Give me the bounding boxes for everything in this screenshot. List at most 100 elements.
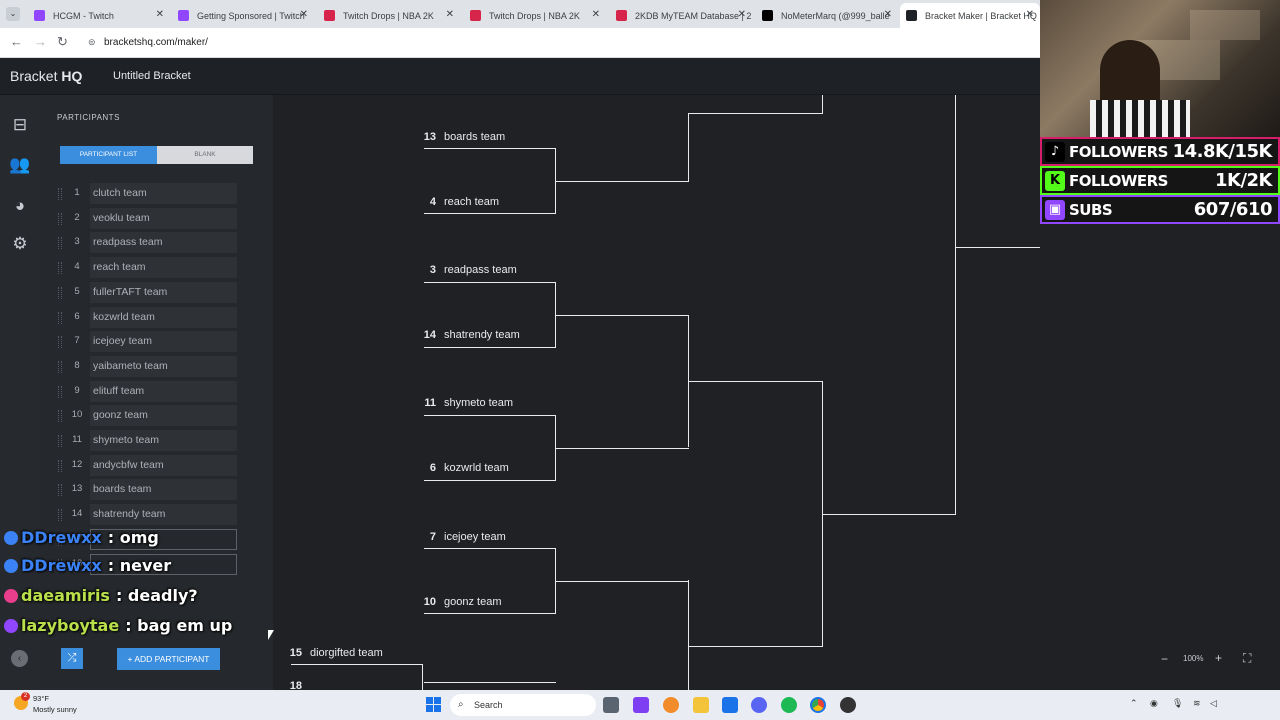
participants-icon[interactable]: 👥 (9, 155, 31, 174)
browser-tab[interactable]: Twitch Drops | NBA 2K✕ (318, 3, 460, 28)
bracket-team-slot[interactable]: 18 (288, 680, 310, 690)
participant-name-input[interactable]: elituff team (90, 380, 237, 402)
add-participant-button[interactable]: + ADD PARTICIPANT (117, 648, 220, 670)
bracket-title[interactable]: Untitled Bracket (113, 70, 191, 82)
blank-tab[interactable]: BLANK (157, 146, 253, 164)
participant-name-input[interactable]: boards team (90, 479, 237, 501)
copilot-icon[interactable] (663, 697, 679, 713)
drag-handle-icon[interactable] (58, 459, 62, 472)
participant-list-tab[interactable]: PARTICIPANT LIST (60, 146, 157, 164)
settings-icon[interactable]: ⚙ (12, 234, 28, 253)
participant-name-input[interactable]: goonz team (90, 405, 237, 427)
drag-handle-icon[interactable] (58, 336, 62, 349)
browser-tab[interactable]: NoMeterMarq (@999_balle✕ (756, 3, 898, 28)
brand-logo[interactable]: Bracket HQ (10, 68, 82, 84)
zoom-in-button[interactable]: + (1215, 651, 1223, 665)
close-tab-icon[interactable]: ✕ (155, 9, 164, 20)
participant-name-input[interactable]: fullerTAFT team (90, 281, 237, 303)
participant-row[interactable]: 17 (56, 528, 237, 551)
participant-name-input[interactable]: yaibameto team (90, 355, 237, 377)
obs-icon[interactable] (840, 697, 856, 713)
browser-tab[interactable]: Getting Sponsored | Twitch✕ (172, 3, 314, 28)
drag-handle-icon[interactable] (58, 410, 62, 423)
reload-icon[interactable]: ↻ (57, 34, 68, 49)
nzxt-app-icon[interactable] (633, 697, 649, 713)
bracket-icon[interactable]: ⊟ (12, 115, 28, 134)
windows-start-icon[interactable] (426, 697, 442, 713)
drag-handle-icon[interactable] (58, 262, 62, 275)
drag-handle-icon[interactable] (58, 286, 62, 299)
drag-handle-icon[interactable] (58, 188, 62, 200)
drag-handle-icon[interactable] (58, 558, 62, 571)
tray-chevron-icon[interactable]: ⌃ (1130, 698, 1138, 708)
browser-tab[interactable]: HCGM - Twitch✕ (28, 3, 170, 28)
participant-name-input[interactable]: readpass team (90, 232, 237, 254)
participant-name-input[interactable]: shatrendy team (90, 504, 237, 526)
drag-handle-icon[interactable] (58, 212, 62, 225)
microphone-icon[interactable]: 🎙 (1172, 698, 1184, 708)
tab-search-icon[interactable]: ⌄ (6, 7, 20, 21)
drag-handle-icon[interactable] (58, 533, 62, 546)
forward-icon[interactable]: → (34, 34, 47, 49)
palette-icon[interactable]: ◕ (14, 196, 26, 215)
drag-handle-icon[interactable] (58, 509, 62, 522)
participant-name-input[interactable]: shymeto team (90, 430, 237, 451)
close-tab-icon[interactable]: ✕ (1025, 9, 1034, 20)
participant-name-input[interactable] (90, 553, 237, 575)
back-icon[interactable]: ← (10, 34, 23, 49)
drag-handle-icon[interactable] (58, 484, 62, 497)
participant-name-input[interactable]: icejoey team (90, 331, 237, 353)
drag-handle-icon[interactable] (58, 237, 62, 250)
task-view-icon[interactable] (603, 697, 619, 713)
wifi-icon[interactable]: ≋ (1193, 698, 1201, 708)
chrome-icon[interactable] (810, 697, 826, 713)
zoom-out-button[interactable]: − (1161, 652, 1169, 666)
shuffle-button[interactable]: ⤮ (61, 648, 83, 669)
close-tab-icon[interactable]: ✕ (591, 9, 600, 20)
participant-name-input[interactable] (90, 528, 237, 550)
close-tab-icon[interactable]: ✕ (737, 9, 746, 20)
participant-name-input[interactable]: kozwrld team (90, 306, 237, 328)
drag-handle-icon[interactable] (58, 311, 62, 324)
taskbar-search[interactable]: ⌕Search (450, 694, 596, 716)
browser-tab[interactable]: Twitch Drops | NBA 2K✕ (464, 3, 606, 28)
drag-handle-icon[interactable] (58, 435, 62, 447)
volume-icon[interactable]: ◁ (1210, 698, 1217, 708)
participant-name-input[interactable]: andycbfw team (90, 454, 237, 476)
url-field[interactable]: bracketshq.com/maker/ (104, 37, 208, 48)
participant-name-input[interactable]: veoklu team (90, 207, 237, 229)
site-info-icon[interactable]: ⊜ (88, 37, 96, 47)
spotify-icon[interactable] (781, 697, 797, 713)
close-tab-icon[interactable]: ✕ (445, 9, 454, 20)
tray-app-icon[interactable]: ◉ (1150, 698, 1158, 708)
discord-icon[interactable] (751, 697, 767, 713)
fullscreen-icon[interactable]: ⛶ (1243, 651, 1252, 665)
browser-tab[interactable]: 2KDB MyTEAM Database | 2✕ (610, 3, 752, 28)
participant-name-input[interactable]: clutch team (90, 183, 237, 204)
close-tab-icon[interactable]: ✕ (299, 9, 308, 20)
store-icon[interactable] (722, 697, 738, 713)
participant-row[interactable]: 18 (56, 553, 237, 576)
drag-handle-icon[interactable] (58, 360, 62, 373)
